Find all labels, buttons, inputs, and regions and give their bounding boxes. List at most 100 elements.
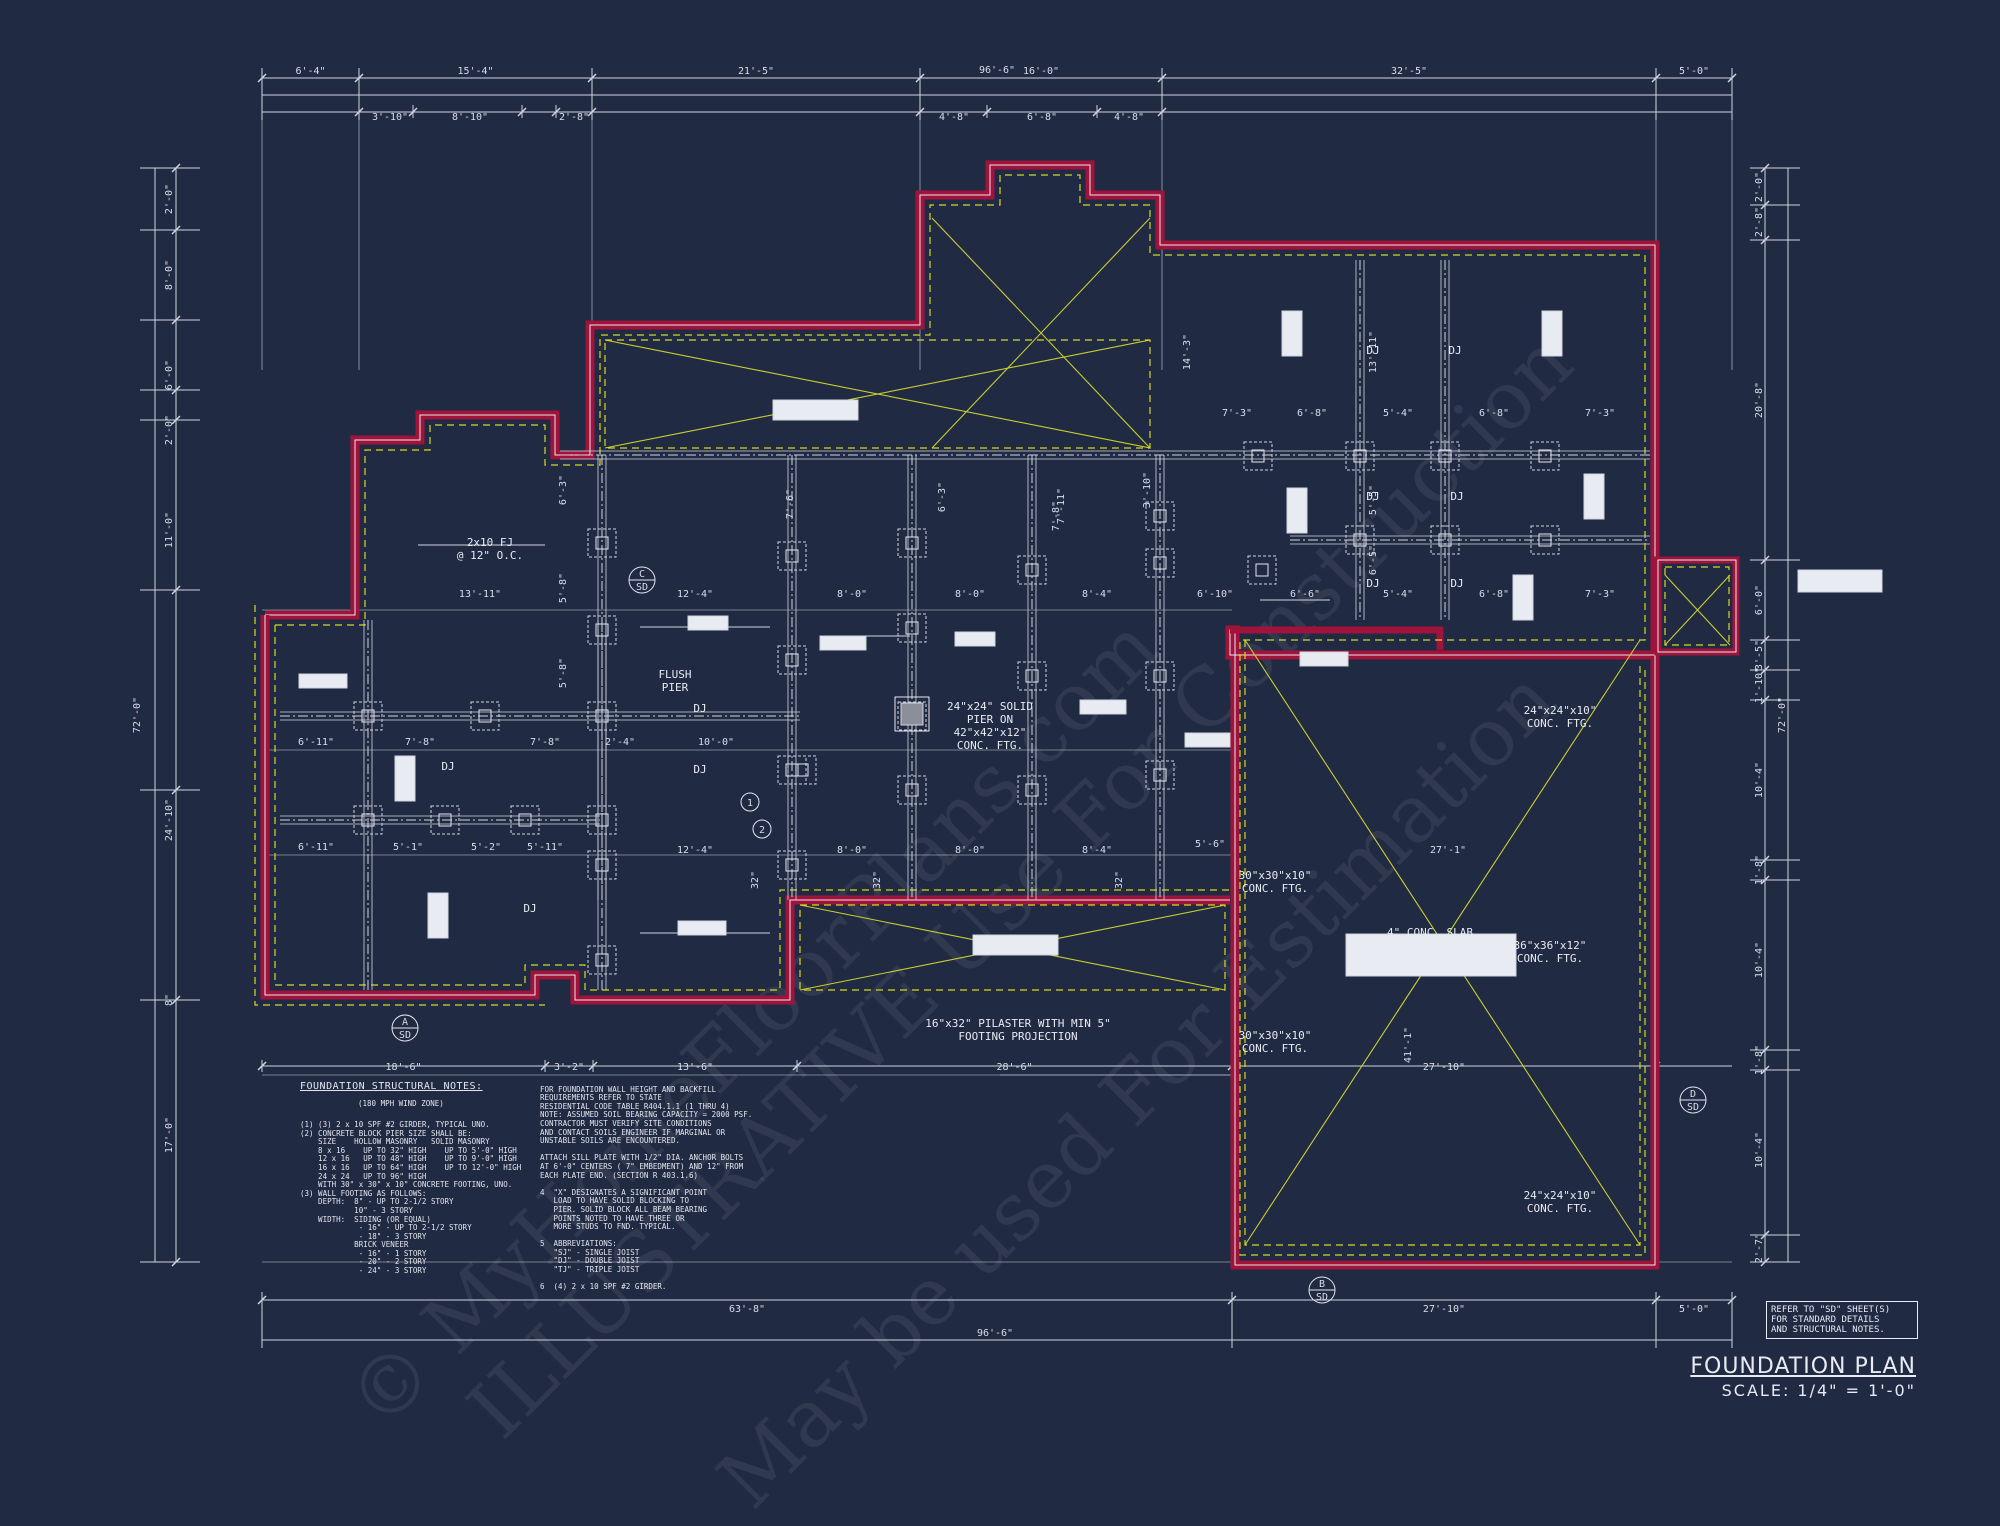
dimension-tick: [171, 785, 181, 795]
title-block: FOUNDATION PLAN SCALE: 1/4" = 1'-0": [1690, 1354, 1916, 1400]
block-pier: [1255, 563, 1269, 577]
block-pier: [1025, 563, 1039, 577]
note-tag: [819, 635, 867, 651]
interior-dimension: 6'-10": [1197, 589, 1233, 600]
interior-dimension: 10'-0": [698, 737, 734, 748]
block-pier: [1153, 768, 1167, 782]
joist-label: DJ: [523, 902, 536, 915]
block-pier: [1438, 449, 1452, 463]
drawing-scale: SCALE: 1/4" = 1'-0": [1721, 1381, 1916, 1400]
concrete-footing: [1530, 525, 1560, 555]
stoop-slab-x: [1664, 574, 1731, 646]
concrete-footing: [1145, 501, 1175, 531]
concrete-footing: [1345, 525, 1375, 555]
interior-dimension: 8'-0": [837, 845, 867, 856]
dimension-text: 28'-6": [996, 1062, 1032, 1073]
section-sheet: SD: [399, 1030, 411, 1041]
dimension-tick: [1760, 163, 1770, 173]
concrete-footing: [897, 528, 927, 558]
dimension-tick: [171, 585, 181, 595]
callout-number: 2: [759, 825, 765, 836]
dimension-text: 3'-2": [554, 1062, 584, 1073]
dimension-text: 2'-0": [164, 415, 175, 445]
interior-dimension: 7'-3": [1585, 408, 1615, 419]
block-pier: [1025, 669, 1039, 683]
dimension-text: 13'-6": [677, 1062, 713, 1073]
dimension-tick: [171, 385, 181, 395]
dimension-tick: [171, 225, 181, 235]
dimension-tick: [1760, 1257, 1770, 1267]
dimension-text: 8'-10": [452, 112, 488, 123]
note-tag: [298, 673, 348, 689]
concrete-footing: [777, 850, 807, 880]
dimension-text: 10'-4": [1754, 762, 1765, 798]
dimension-text: 20'-8": [1754, 382, 1765, 418]
dimension-text: 6'-8": [1027, 112, 1057, 123]
section-letter: B: [1319, 1279, 1325, 1290]
interior-dimension: 7'-8": [405, 737, 435, 748]
dimension-tick: [257, 1061, 267, 1071]
concrete-footing: [787, 755, 817, 785]
interior-dimension: 5'-8": [558, 658, 569, 688]
interior-dimension: 8'-4": [1082, 845, 1112, 856]
footing-note: 36"x36"x12"CONC. FTG.: [1514, 939, 1587, 965]
garage-footing-outline: [1244, 640, 1641, 1246]
joist-label: DJ: [1366, 490, 1379, 503]
dimension-tick: [551, 107, 561, 117]
dimension-tick: [171, 315, 181, 325]
dimension-tick: [1760, 1045, 1770, 1055]
floor-joist-label: 2x10 FJ@ 12" O.C.: [457, 536, 523, 562]
dimension-tick: [1760, 555, 1770, 565]
interior-dimension: 8'-0": [837, 589, 867, 600]
concrete-footing: [897, 775, 927, 805]
solid-pier: [894, 696, 930, 732]
interior-dimension: 5'-2": [471, 842, 501, 853]
dimension-text: 2'-0": [164, 184, 175, 214]
porch-footing-outline: [799, 904, 1226, 991]
interior-dimension: 5'-11": [527, 842, 563, 853]
block-pier: [1438, 533, 1452, 547]
dimension-text: 27'-10": [1423, 1062, 1465, 1073]
dimension-text: 1'-8": [1754, 1045, 1765, 1075]
concrete-footing: [777, 541, 807, 571]
note-tag: [1345, 933, 1517, 977]
block-pier: [438, 813, 452, 827]
concrete-footing: [897, 701, 927, 731]
concrete-footing: [1430, 525, 1460, 555]
joist-label: DJ: [1448, 344, 1461, 357]
joist-label: DJ: [693, 702, 706, 715]
concrete-footing: [1017, 661, 1047, 691]
concrete-footing: [897, 613, 927, 643]
dimension-text: 6'-4": [295, 66, 325, 77]
note-tag: [677, 920, 727, 936]
joist-label: DJ: [1366, 577, 1379, 590]
dimension-text: 10'-4": [1754, 942, 1765, 978]
concrete-footing: [1017, 775, 1047, 805]
concrete-footing: [1017, 555, 1047, 585]
dimension-tick: [1760, 665, 1770, 675]
callout-bubble: [752, 819, 772, 839]
interior-dimension: 12'-4": [677, 845, 713, 856]
concrete-footing: [510, 805, 540, 835]
concrete-footing: [1430, 441, 1460, 471]
interior-dimension: 41'-1": [1403, 1027, 1414, 1063]
dimension-text: 2'-7": [1754, 1233, 1765, 1263]
dimension-tick: [1760, 635, 1770, 645]
interior-dimension: 2'-4": [605, 737, 635, 748]
section-letter: C: [639, 569, 645, 580]
block-pier: [1538, 533, 1552, 547]
concrete-footing: [1247, 555, 1277, 585]
block-pier: [785, 763, 799, 777]
concrete-footing: [430, 805, 460, 835]
note-tag: [1512, 574, 1534, 621]
joist-label: DJ: [1450, 490, 1463, 503]
dimension-text: 72'-0": [132, 697, 143, 733]
dimension-text: 24'-10": [164, 799, 175, 841]
dimension-text: 5'-0": [1679, 66, 1709, 77]
block-pier: [595, 623, 609, 637]
dimension-text: 96'-6": [979, 65, 1015, 76]
dimension-text: 11'-0": [164, 512, 175, 548]
